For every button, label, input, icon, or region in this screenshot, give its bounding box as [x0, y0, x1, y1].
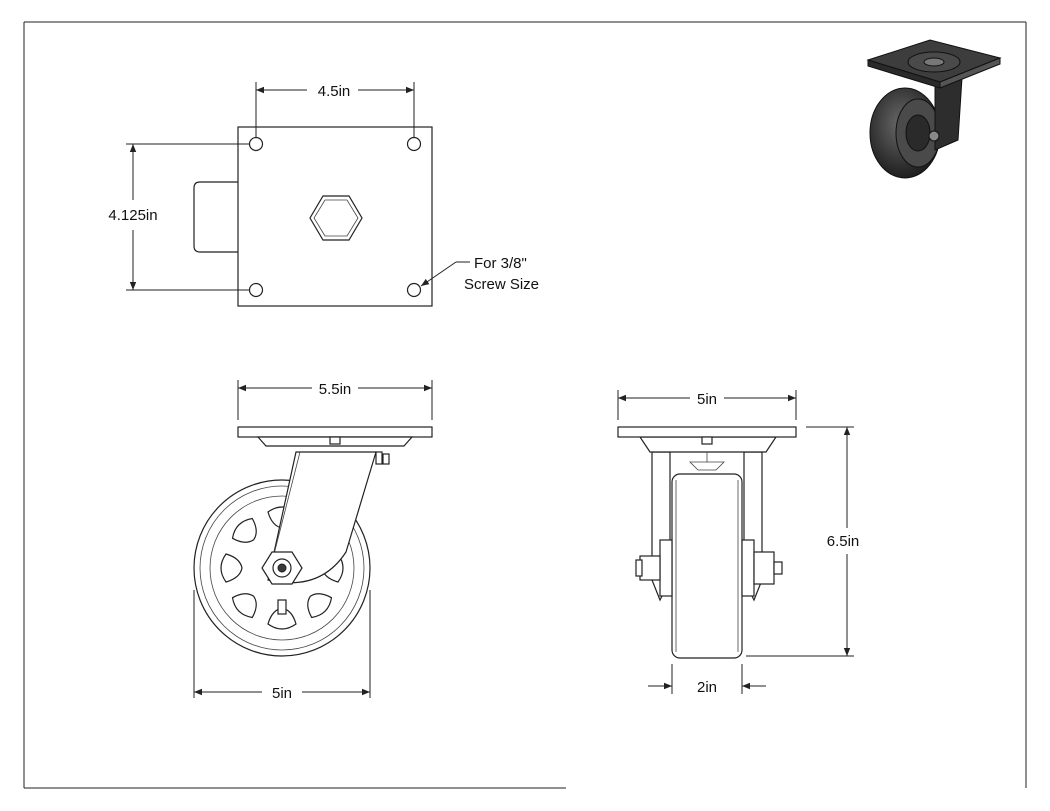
- dim-side-tread: [648, 664, 766, 694]
- dim-top-width-label: 4.5in: [318, 83, 351, 100]
- dim-side-height: [746, 426, 854, 657]
- dim-front-wheel: [193, 590, 371, 698]
- dim-top-height-label: 4.125in: [108, 207, 157, 224]
- isometric-caster-image: [866, 39, 1002, 179]
- sheet-border: [23, 21, 1027, 789]
- top-view: [193, 126, 433, 307]
- mount-hole-bottom-left: [248, 282, 264, 298]
- mount-hole-bottom-right: [406, 282, 422, 298]
- hole-note-line1: For 3/8": [474, 255, 527, 272]
- mount-hole-top-left: [248, 136, 264, 152]
- dim-front-wheel-label: 5in: [272, 685, 292, 702]
- hole-note-leader: [420, 261, 470, 287]
- kingpin-hex-nut: [309, 195, 363, 241]
- mount-hole-top-right: [406, 136, 422, 152]
- dim-side-height-label: 6.5in: [827, 533, 860, 550]
- dim-side-plate-label: 5in: [697, 391, 717, 408]
- dim-top-height: [126, 143, 249, 291]
- hole-note-line2: Screw Size: [464, 276, 539, 293]
- dim-side-tread-label: 2in: [697, 679, 717, 696]
- axle-nut: [261, 551, 303, 585]
- dim-side-plate: [617, 390, 797, 420]
- dim-front-plate: [237, 380, 433, 420]
- dim-front-plate-label: 5.5in: [319, 381, 352, 398]
- side-view: [617, 426, 797, 659]
- dim-top-width: [255, 82, 415, 137]
- front-view: [193, 426, 433, 657]
